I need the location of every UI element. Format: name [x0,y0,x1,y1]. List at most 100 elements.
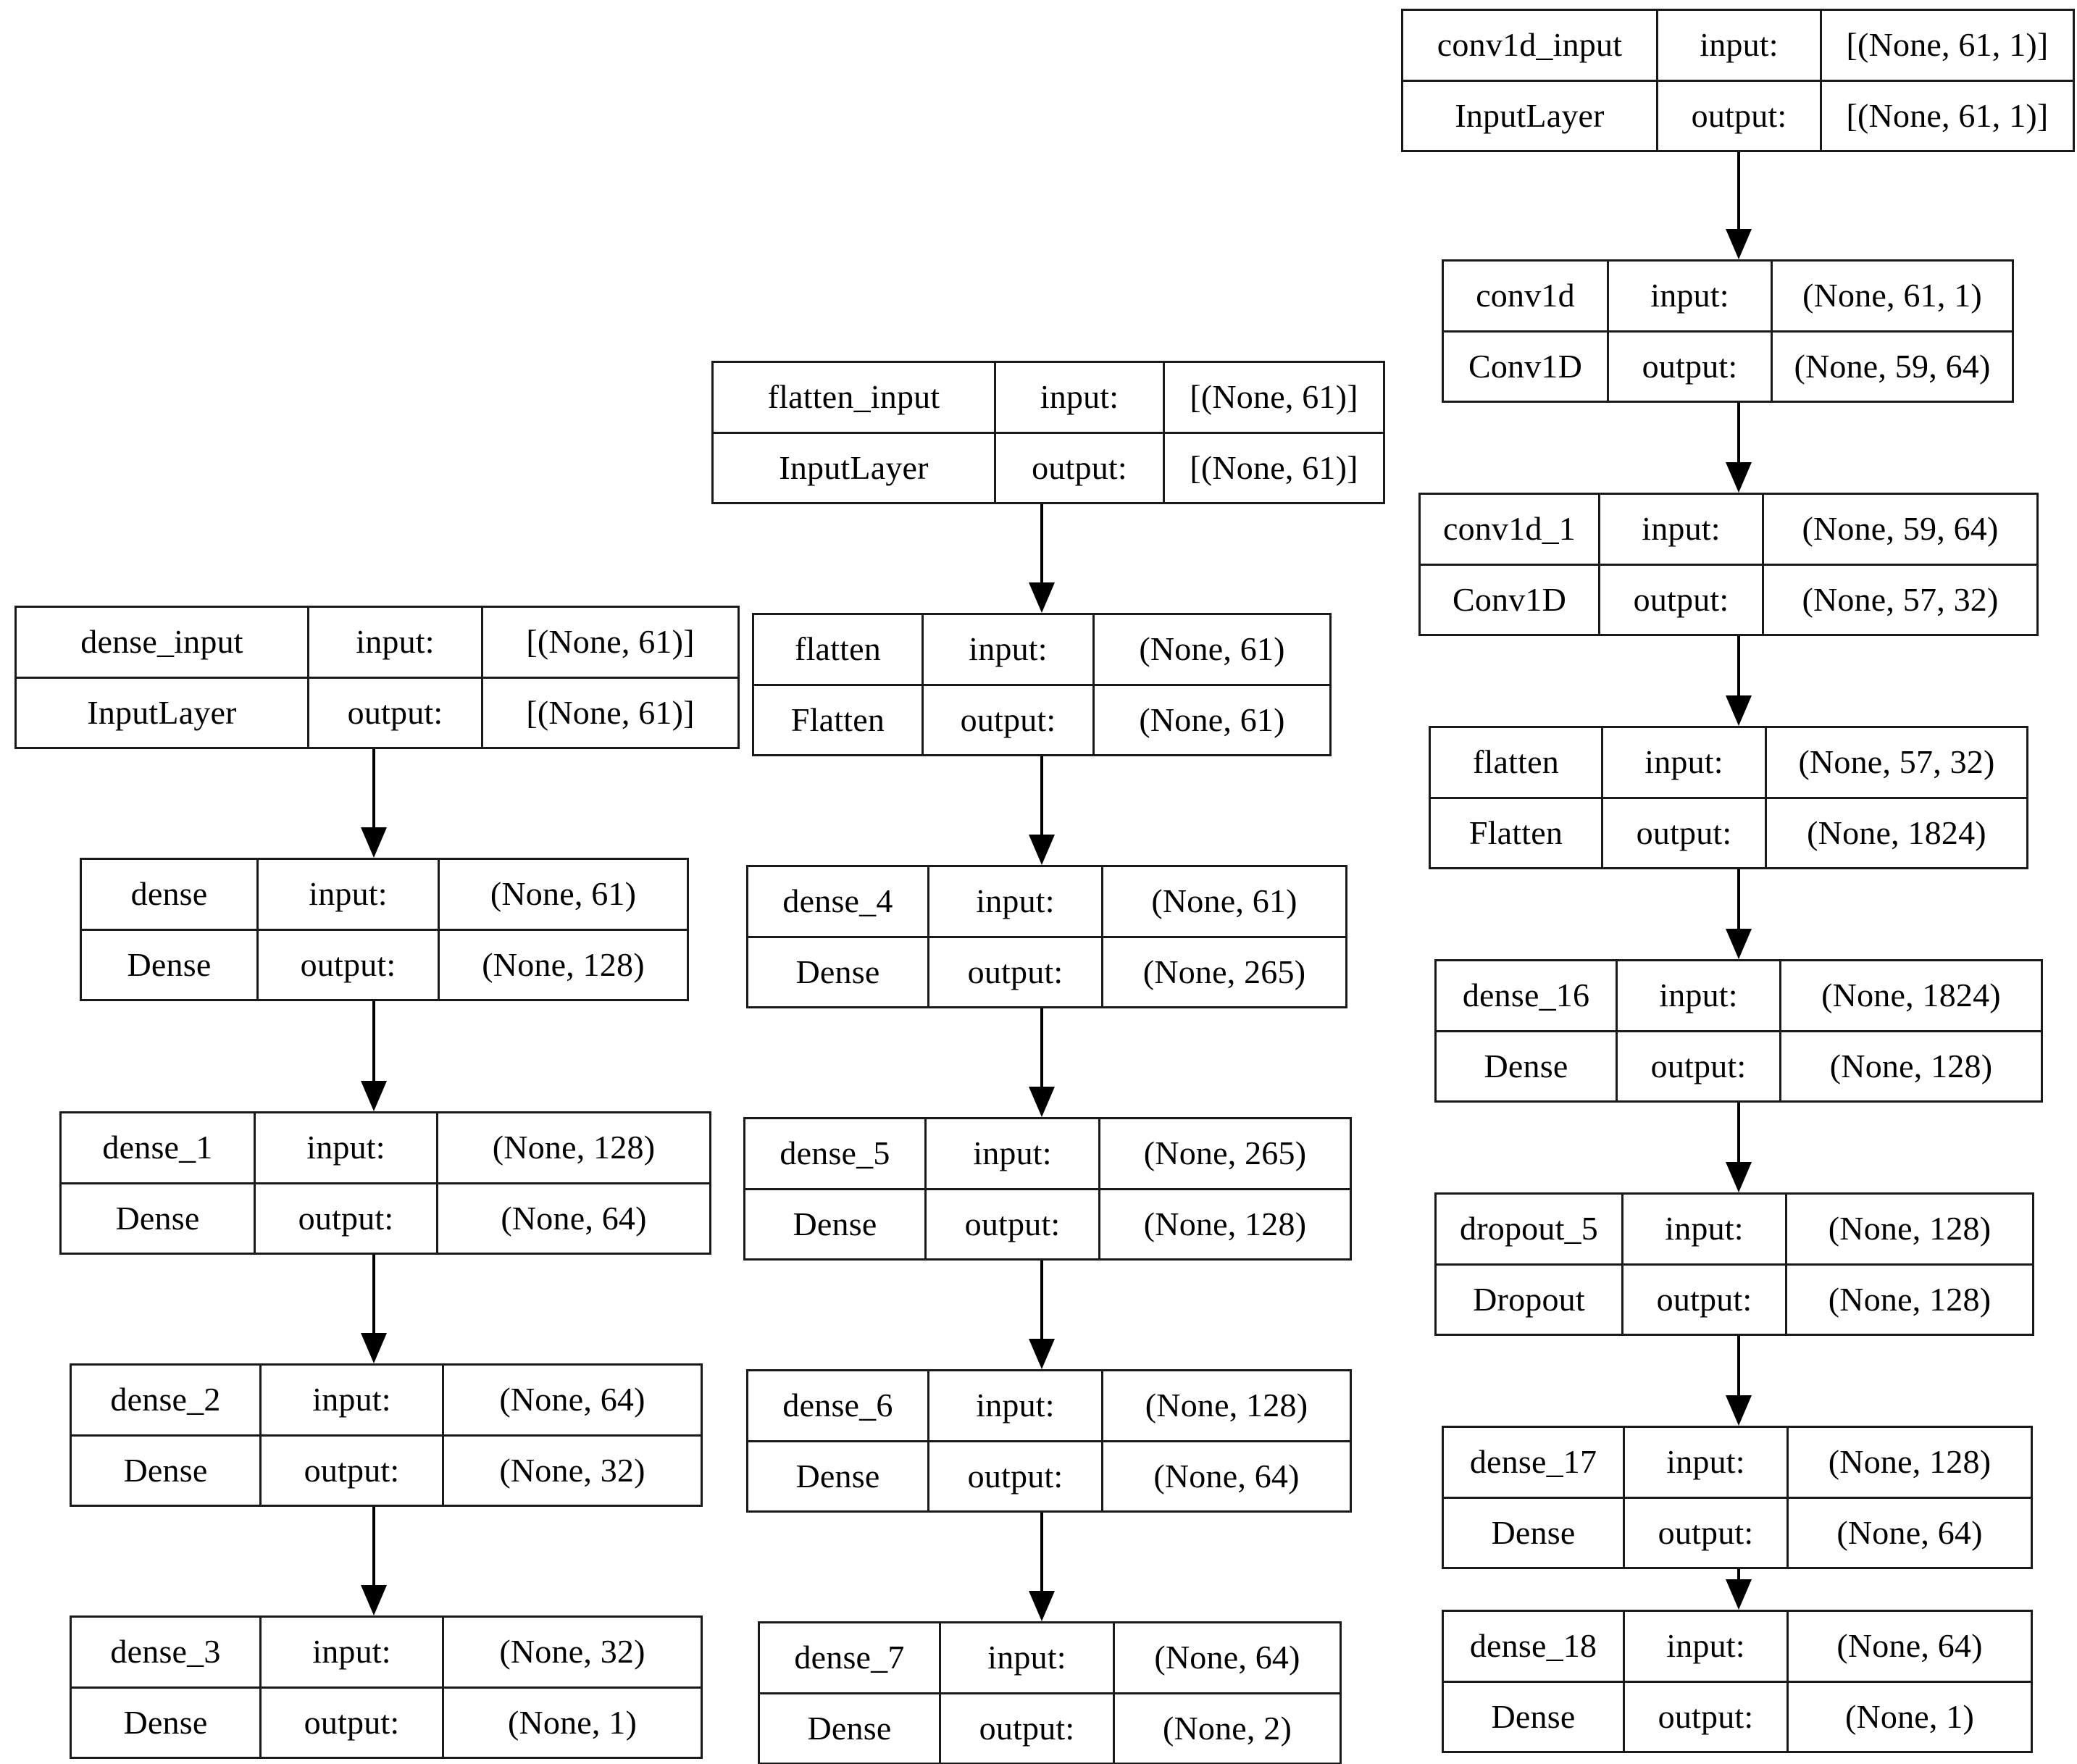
arrow-shaft [1040,1513,1043,1591]
arrow-shaft [372,1507,375,1585]
class: InputLayer [17,678,309,747]
arrow-head-icon [361,827,387,858]
arrow-head-icon [1029,1339,1055,1369]
input_shape: (None, 61) [1139,630,1285,668]
arrow-shaft [372,749,375,827]
output: output: [996,433,1165,502]
connection-arrow-icon [1020,1513,1063,1621]
arrow-shaft [1040,1261,1043,1339]
output: output: [924,685,1095,754]
input: input: [256,1113,438,1182]
input_shape: (None, 265) [1143,1134,1307,1172]
arrow-head-icon [1726,929,1752,959]
arrow-head-icon [1029,582,1055,613]
name: dense_5 [745,1119,927,1188]
input: input: [1609,262,1773,330]
input: input: [262,1618,444,1686]
connection-arrow-icon [1717,1569,1760,1610]
arrow-head-icon [1726,229,1752,259]
output_shape: (None, 57, 32) [1802,580,1999,618]
output_shape: (None, 32) [499,1451,645,1489]
connection-arrow-icon [1020,504,1063,613]
connection-arrow-icon [352,749,396,858]
arrow-head-icon [1726,1395,1752,1426]
input_shape: (None, 128) [1828,1210,1992,1247]
arrow-head-icon [1726,462,1752,493]
input_shape: (None, 61, 1) [1802,277,1982,314]
output_shape: (None, 128) [1829,1047,1993,1084]
name: dropout_5 [1437,1195,1623,1263]
input_shape: (None, 128) [1828,1443,1992,1481]
class: InputLayer [714,433,996,502]
name: dense_1 [62,1113,256,1182]
arrow-head-icon [361,1333,387,1363]
output: output: [262,1436,444,1505]
arrow-shaft [1737,403,1740,462]
output: output: [259,930,440,999]
connection-arrow-icon [1717,403,1760,493]
arrow-head-icon [361,1585,387,1615]
class: Dense [82,930,259,999]
name: conv1d_1 [1421,495,1600,564]
arrow-head-icon [361,1081,387,1111]
class: Dense [745,1190,927,1258]
input: input: [309,608,483,677]
input_shape: (None, 64) [1836,1627,1983,1665]
class: Dense [748,1442,929,1510]
output_shape: (None, 265) [1142,953,1306,990]
output: output: [941,1694,1115,1763]
connection-arrow-icon [352,1507,396,1615]
output_shape: (None, 128) [1828,1280,1992,1318]
output_shape: (None, 59, 64) [1794,347,1991,385]
input: input: [1618,961,1781,1030]
output: output: [309,678,483,747]
connection-arrow-icon [1717,1103,1760,1192]
output: output: [1625,1682,1789,1751]
input: input: [929,867,1103,936]
output: output: [1625,1498,1789,1567]
output_shape: (None, 61) [1139,701,1285,738]
output: output: [929,1442,1103,1510]
input_shape: (None, 64) [1154,1639,1300,1676]
input: input: [929,1371,1103,1440]
output: output: [1658,81,1822,150]
connection-arrow-icon [352,1255,396,1363]
input: input: [1658,11,1822,80]
input: input: [1625,1612,1789,1681]
class: Conv1D [1421,565,1600,634]
arrow-head-icon [1726,1162,1752,1192]
input_shape: (None, 61) [1151,882,1297,920]
class: Flatten [1431,798,1603,867]
output: output: [262,1688,444,1757]
class: Dense [72,1688,262,1757]
arrow-head-icon [1726,1579,1752,1610]
output: output: [1623,1265,1787,1334]
name: flatten_input [714,363,996,432]
input: input: [924,615,1095,684]
input_shape: [(None, 61)] [1190,378,1358,416]
arrow-head-icon [1726,695,1752,726]
input_shape: (None, 61) [490,875,637,913]
arrow-head-icon [1029,835,1055,865]
output_shape: [(None, 61)] [526,693,695,731]
